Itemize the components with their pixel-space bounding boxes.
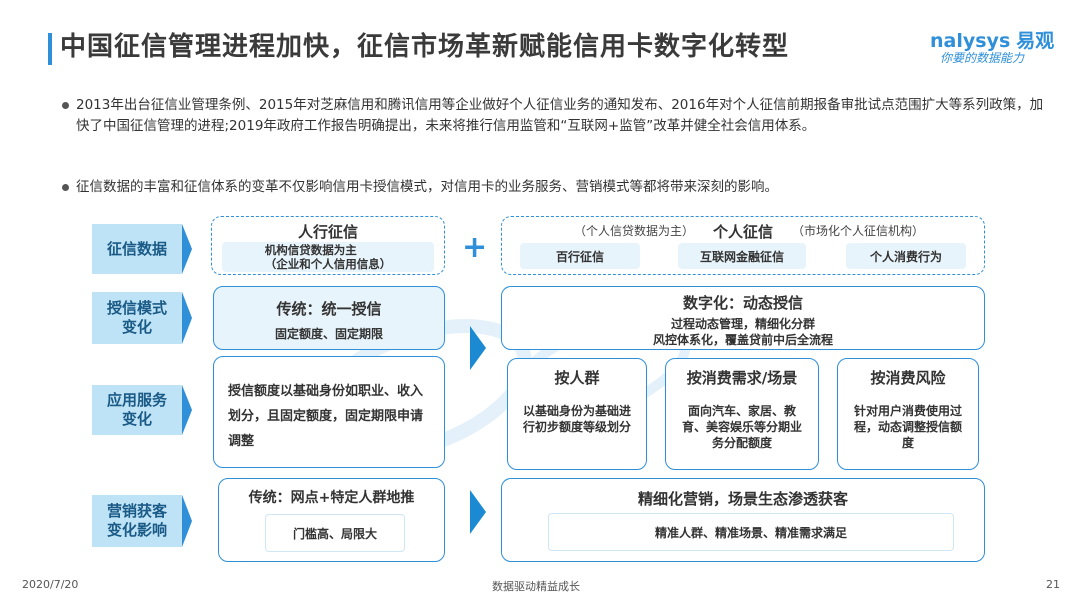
- service-card-body: 以基础身份为基础进行初步额度等级划分: [522, 404, 631, 434]
- traditional-service-box: 授信额度以基础身份如职业、收入划分，且固定额度，固定期限申请调整: [213, 356, 445, 468]
- bullet-item: 征信数据的丰富和征信体系的变革不仅影响信用卡授信模式，对信用卡的业务服务、营销模…: [62, 177, 1047, 198]
- arrow-right-icon: [470, 326, 486, 370]
- traditional-credit-title: 传统：统一授信: [276, 300, 382, 318]
- service-card: 按消费风险 针对用户消费使用过程，动态调整授信额度: [837, 358, 979, 470]
- title-accent-bar: [48, 33, 52, 65]
- row-tag-credit-data: 征信数据: [92, 224, 182, 274]
- digital-credit-title: 数字化：动态授信: [682, 294, 803, 312]
- service-card: 按消费需求/场景 面向汽车、家居、教育、美容娱乐等分期业务分配额度: [665, 358, 819, 470]
- logo-brand: nalysys: [930, 30, 1011, 52]
- new-marketing-title: 精细化营销，场景生态渗透获客: [637, 490, 848, 508]
- service-card-body: 面向汽车、家居、教育、美容娱乐等分期业务分配额度: [681, 404, 802, 450]
- pboc-credit-sub: 机构信贷数据为主 （企业和个人信用信息）: [222, 242, 434, 272]
- logo-brand-cn: 易观: [1016, 30, 1055, 52]
- personal-credit-left-note: （个人信贷数据为主）: [574, 224, 695, 238]
- service-card: 按人群 以基础身份为基础进行初步额度等级划分: [507, 358, 647, 470]
- logo-slogan: 你要的数据能力: [940, 51, 1025, 65]
- row-tag-service: 应用服务 变化: [92, 385, 182, 435]
- row-tag-label: 营销获客 变化影响: [106, 502, 167, 539]
- page-number: 21: [1046, 578, 1060, 591]
- row-tag-credit-mode: 授信模式 变化: [92, 292, 182, 344]
- service-card-title: 按消费风险: [870, 369, 946, 387]
- personal-credit-item: 百行征信: [520, 243, 640, 269]
- personal-credit-item: 个人消费行为: [846, 243, 966, 269]
- footer-center: 数据驱动精益成长: [492, 580, 580, 593]
- personal-credit-title: 个人征信: [712, 223, 773, 241]
- pboc-credit-title: 人行征信: [297, 223, 358, 241]
- footer-date: 2020/7/20: [22, 578, 79, 591]
- plus-icon: +: [462, 230, 488, 265]
- service-card-title: 按人群: [554, 369, 600, 387]
- row-tag-label: 授信模式 变化: [106, 299, 167, 336]
- row-tag-marketing: 营销获客 变化影响: [92, 495, 182, 547]
- new-marketing-box: 精细化营销，场景生态渗透获客 精准人群、精准场景、精准需求满足: [501, 478, 985, 562]
- bullet-text: 2013年出台征信业管理条例、2015年对芝麻信用和腾讯信用等企业做好个人征信业…: [76, 97, 1044, 134]
- digital-credit-box: 数字化：动态授信 过程动态管理，精细化分群 风控体系化，覆盖贷前中后全流程: [501, 286, 985, 350]
- row-tag-label: 征信数据: [106, 239, 167, 258]
- arrow-right-icon: [470, 490, 486, 534]
- service-card-body: 针对用户消费使用过程，动态调整授信额度: [853, 404, 962, 450]
- page-title: 中国征信管理进程加快，征信市场革新赋能信用卡数字化转型: [60, 32, 790, 62]
- traditional-marketing-sub: 门槛高、局限大: [265, 514, 405, 552]
- traditional-marketing-box: 传统：网点+特定人群地推 门槛高、局限大: [218, 478, 445, 562]
- personal-credit-box: （个人信贷数据为主） 个人征信 （市场化个人征信机构） 百行征信 互联网金融征信…: [501, 216, 985, 275]
- new-marketing-sub: 精准人群、精准场景、精准需求满足: [548, 513, 954, 551]
- digital-credit-line: 风控体系化，覆盖贷前中后全流程: [652, 333, 833, 347]
- digital-credit-line: 过程动态管理，精细化分群: [670, 317, 815, 331]
- service-card-title: 按消费需求/场景: [686, 369, 798, 387]
- bullet-item: 2013年出台征信业管理条例、2015年对芝麻信用和腾讯信用等企业做好个人征信业…: [62, 95, 1047, 137]
- pboc-credit-box: 人行征信 机构信贷数据为主 （企业和个人信用信息）: [211, 216, 445, 275]
- personal-credit-item: 互联网金融征信: [678, 243, 806, 269]
- traditional-service-text: 授信额度以基础身份如职业、收入划分，且固定额度，固定期限申请调整: [228, 384, 424, 449]
- personal-credit-right-note: （市场化个人征信机构）: [792, 224, 925, 238]
- traditional-credit-box: 传统：统一授信 固定额度、固定期限: [213, 286, 445, 350]
- traditional-credit-sub: 固定额度、固定期限: [274, 327, 383, 341]
- bullet-dot-icon: [62, 102, 69, 109]
- row-tag-label: 应用服务 变化: [106, 391, 167, 428]
- bullet-text: 征信数据的丰富和征信体系的变革不仅影响信用卡授信模式，对信用卡的业务服务、营销模…: [76, 179, 778, 195]
- traditional-marketing-title: 传统：网点+特定人群地推: [248, 490, 415, 506]
- bullet-dot-icon: [62, 184, 69, 191]
